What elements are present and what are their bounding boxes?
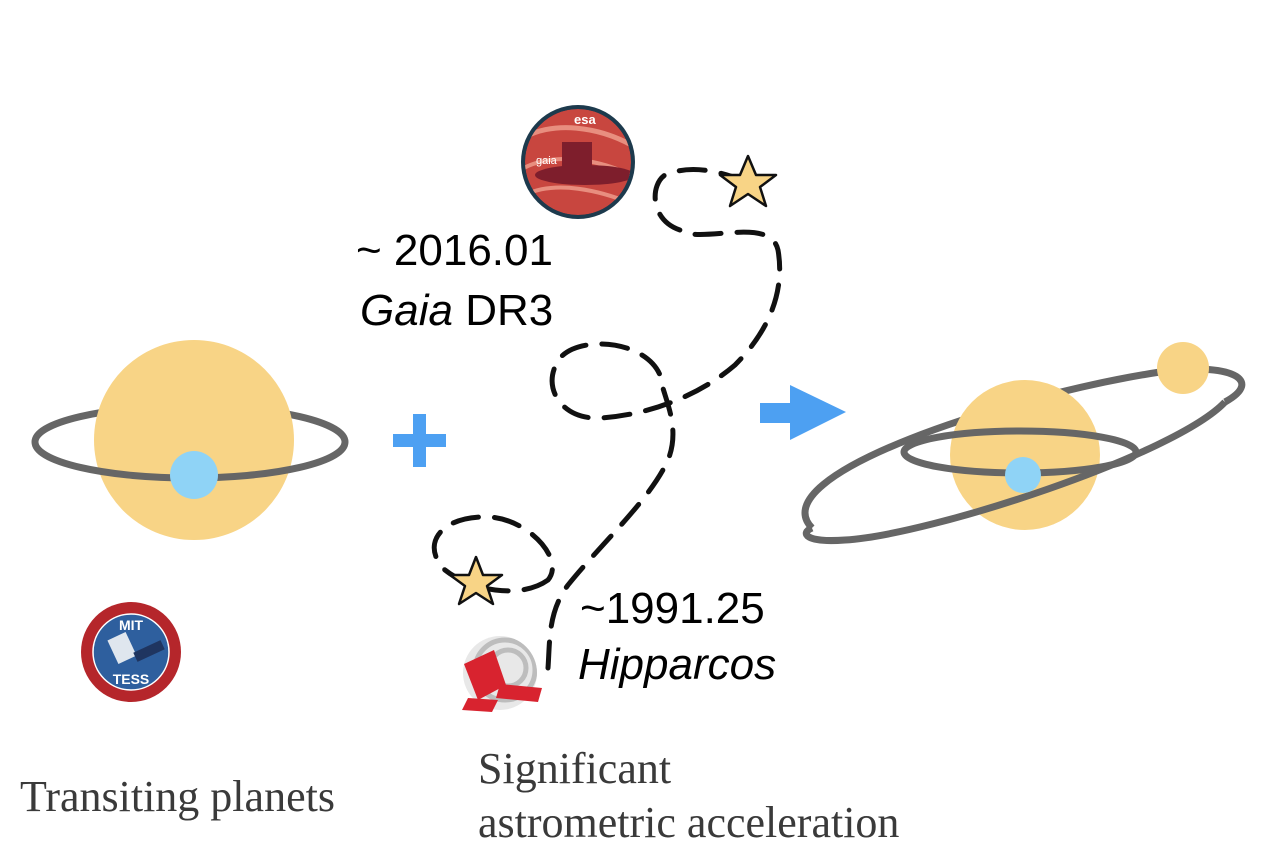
star-icon-hipparcos-epoch bbox=[448, 555, 504, 606]
acceleration-caption-line2: astrometric acceleration bbox=[478, 798, 900, 847]
hipparcos-mission-label: Hipparcos bbox=[578, 640, 776, 690]
hipparcos-logo bbox=[462, 636, 542, 712]
tess-logo: MIT TESS bbox=[81, 602, 181, 702]
transiting-system bbox=[31, 340, 349, 540]
tess-logo-bottom: TESS bbox=[113, 671, 150, 687]
outer-orbit-back bbox=[801, 365, 1246, 531]
outer-orbit-front bbox=[802, 399, 1228, 545]
astrometric-path bbox=[431, 167, 783, 671]
host-star bbox=[94, 340, 294, 540]
gaia-logo-agency: esa bbox=[574, 112, 596, 127]
gaia-release-label: Gaia DR3 bbox=[360, 286, 553, 336]
combined-host-star bbox=[950, 380, 1100, 530]
gaia-logo: esa gaia bbox=[521, 105, 635, 219]
inner-transiting-planet bbox=[1005, 457, 1041, 493]
gaia-mission-name: Gaia bbox=[360, 286, 453, 335]
tess-logo-top: MIT bbox=[119, 617, 144, 633]
plus-icon bbox=[393, 414, 446, 467]
star-icon-gaia-epoch bbox=[718, 154, 778, 208]
arrow-right-icon bbox=[760, 385, 846, 440]
hipparcos-epoch-label: ~1991.25 bbox=[580, 584, 765, 633]
transiting-planets-caption: Transiting planets bbox=[20, 772, 335, 821]
gaia-epoch-label: ~ 2016.01 bbox=[356, 226, 553, 275]
hipparcos-mission-name: Hipparcos bbox=[578, 640, 777, 689]
acceleration-caption-line1: Significant bbox=[478, 744, 672, 793]
gaia-logo-mission: gaia bbox=[536, 155, 558, 167]
gaia-data-release: DR3 bbox=[465, 286, 554, 335]
outer-companion-planet bbox=[1157, 342, 1209, 394]
combined-system bbox=[801, 342, 1246, 545]
transiting-planet bbox=[170, 451, 218, 499]
